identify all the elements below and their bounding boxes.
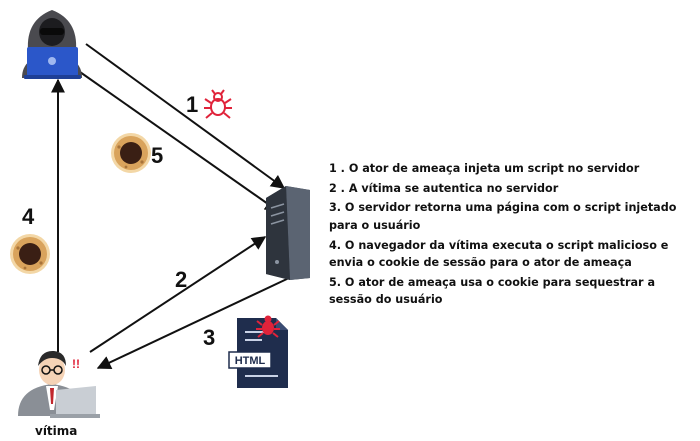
step-number-3: 3 bbox=[203, 325, 216, 350]
step-number-1: 1 bbox=[186, 92, 199, 117]
step-description: 5. O ator de ameaça usa o cookie para se… bbox=[329, 275, 656, 307]
bug-icon bbox=[204, 89, 232, 119]
step-number-5: 5 bbox=[151, 143, 164, 168]
arrow-cookie-to-server bbox=[79, 71, 280, 212]
bug-icon bbox=[256, 315, 280, 338]
html-doc-label: HTML bbox=[235, 355, 266, 367]
svg-text:!!: !! bbox=[72, 357, 80, 371]
arrows bbox=[51, 43, 290, 369]
arrow-attacker-to-server bbox=[85, 43, 286, 189]
victim-user-icon: !! bbox=[18, 350, 100, 418]
step-description: 4. O navegador da vítima executa o scrip… bbox=[329, 238, 669, 270]
step-number-2: 2 bbox=[175, 267, 188, 292]
victim-label: vítima bbox=[35, 424, 78, 438]
server-tower-icon bbox=[266, 186, 310, 280]
step-description: 1 . O ator de ameaça injeta um script no… bbox=[329, 162, 640, 175]
cookie-icon bbox=[111, 133, 151, 173]
arrow-victim-to-server bbox=[89, 236, 267, 353]
step-number-4: 4 bbox=[22, 204, 35, 229]
steps-legend: 1 . O ator de ameaça injeta um script no… bbox=[329, 160, 689, 311]
step-description: 2 . A vítima se autentica no servidor bbox=[329, 181, 559, 195]
hooded-hacker-icon bbox=[22, 10, 82, 79]
cookie-icon bbox=[10, 234, 50, 274]
arrow-server-to-victim bbox=[96, 277, 290, 369]
step-description: 3. O servidor retorna uma página com o s… bbox=[329, 201, 677, 232]
